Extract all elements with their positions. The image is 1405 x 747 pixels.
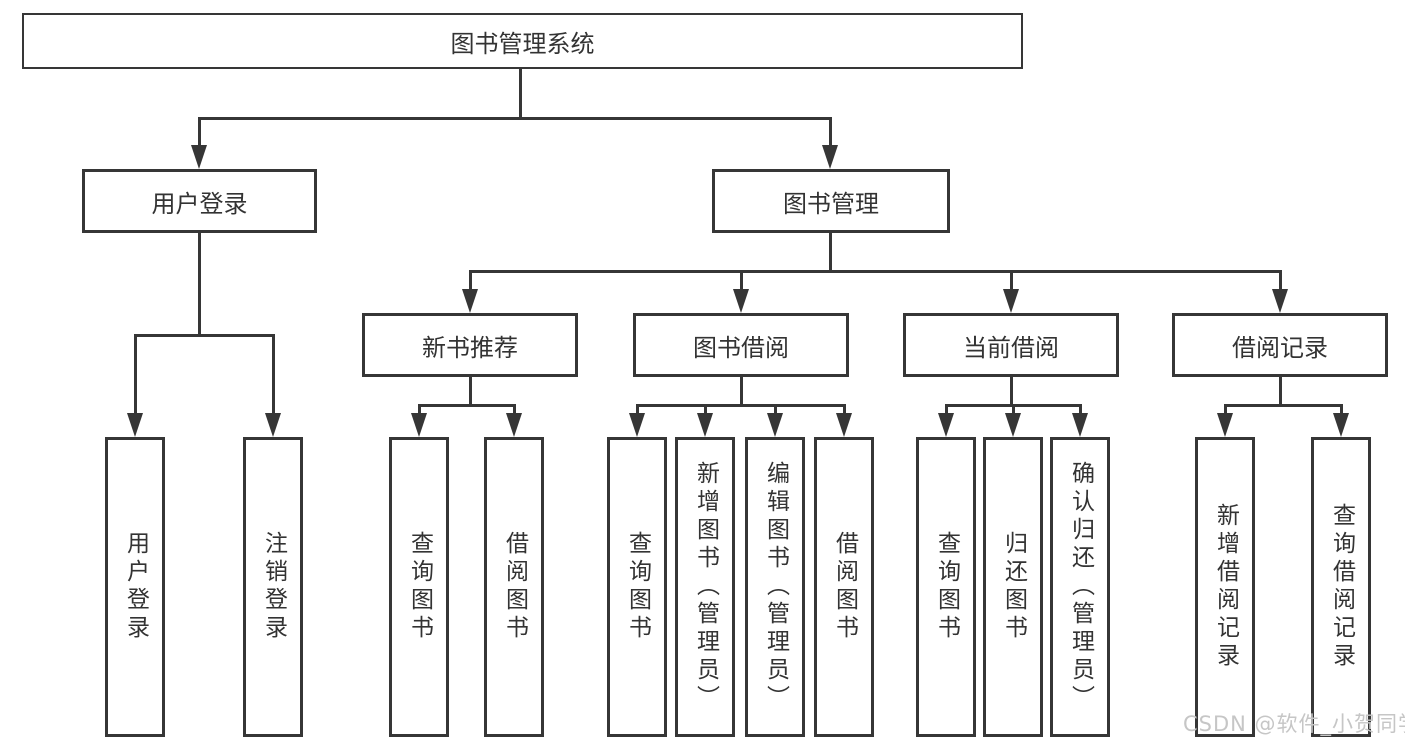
leaf-query-books-recommend: 查询图书 bbox=[389, 437, 449, 737]
node-label: 用户登录 bbox=[151, 189, 248, 218]
connector-line bbox=[636, 404, 845, 407]
connector-line bbox=[945, 404, 948, 417]
arrow-head bbox=[506, 413, 522, 437]
connector-line bbox=[1340, 404, 1343, 417]
node-new-book-recommend: 新书推荐 bbox=[362, 313, 578, 377]
connector-line bbox=[134, 334, 137, 417]
arrow-head bbox=[127, 413, 143, 437]
connector-line bbox=[513, 404, 516, 417]
leaf-add-books-admin: 新增图书（管理员） bbox=[675, 437, 735, 737]
arrow-head bbox=[1333, 413, 1349, 437]
leaf-label: 查询图书 bbox=[624, 531, 651, 643]
leaf-label: 借阅图书 bbox=[831, 531, 858, 643]
connector-line bbox=[134, 334, 275, 337]
connector-line bbox=[740, 377, 743, 407]
leaf-label: 归还图书 bbox=[1000, 531, 1027, 643]
node-borrowing-records: 借阅记录 bbox=[1172, 313, 1388, 377]
connector-line bbox=[519, 69, 522, 118]
connector-line bbox=[829, 233, 832, 273]
connector-line bbox=[418, 404, 421, 417]
connector-line bbox=[469, 270, 472, 292]
connector-line bbox=[272, 334, 275, 417]
connector-line bbox=[418, 404, 516, 407]
node-label: 图书管理 bbox=[783, 189, 879, 218]
node-label: 借阅记录 bbox=[1232, 333, 1328, 362]
node-library-management-system: 图书管理系统 bbox=[22, 13, 1023, 69]
connector-line bbox=[1279, 270, 1282, 292]
leaf-query-books-borrow: 查询图书 bbox=[607, 437, 667, 737]
connector-line bbox=[1279, 377, 1282, 407]
leaf-borrow-books: 借阅图书 bbox=[814, 437, 874, 737]
arrow-head bbox=[1003, 289, 1019, 313]
leaf-label: 借阅图书 bbox=[501, 531, 528, 643]
arrow-head bbox=[462, 289, 478, 313]
arrow-head bbox=[697, 413, 713, 437]
leaf-label: 编辑图书（管理员） bbox=[762, 461, 789, 713]
leaf-confirm-return-admin: 确认归还（管理员） bbox=[1050, 437, 1110, 737]
node-label: 新书推荐 bbox=[422, 333, 518, 362]
leaf-query-books-current: 查询图书 bbox=[916, 437, 976, 737]
node-label: 图书管理系统 bbox=[450, 29, 595, 58]
arrow-head bbox=[1272, 289, 1288, 313]
arrow-head bbox=[265, 413, 281, 437]
leaf-label: 确认归还（管理员） bbox=[1067, 461, 1094, 713]
node-label: 图书借阅 bbox=[693, 333, 789, 362]
leaf-query-borrow-record: 查询借阅记录 bbox=[1311, 437, 1371, 737]
arrow-head bbox=[1217, 413, 1233, 437]
leaf-label: 查询图书 bbox=[406, 531, 433, 643]
connector-line bbox=[1224, 404, 1227, 417]
leaf-user-login: 用户登录 bbox=[105, 437, 165, 737]
arrow-head bbox=[191, 145, 207, 169]
connector-line bbox=[198, 117, 201, 149]
leaf-label: 新增借阅记录 bbox=[1212, 503, 1239, 671]
leaf-label: 注销登录 bbox=[260, 531, 287, 643]
connector-line bbox=[1012, 404, 1015, 417]
arrow-head bbox=[411, 413, 427, 437]
leaf-return-books: 归还图书 bbox=[983, 437, 1043, 737]
connector-line bbox=[774, 404, 777, 417]
arrow-head bbox=[767, 413, 783, 437]
node-label: 当前借阅 bbox=[963, 333, 1059, 362]
connector-line bbox=[843, 404, 846, 417]
leaf-edit-books-admin: 编辑图书（管理员） bbox=[745, 437, 805, 737]
connector-line bbox=[1224, 404, 1342, 407]
arrow-head bbox=[836, 413, 852, 437]
connector-line bbox=[740, 270, 743, 292]
connector-line bbox=[704, 404, 707, 417]
arrow-head bbox=[629, 413, 645, 437]
connector-line bbox=[829, 117, 832, 149]
arrow-head bbox=[938, 413, 954, 437]
arrow-head bbox=[1005, 413, 1021, 437]
arrow-head bbox=[733, 289, 749, 313]
leaf-borrow-books-recommend: 借阅图书 bbox=[484, 437, 544, 737]
node-book-borrowing: 图书借阅 bbox=[633, 313, 849, 377]
connector-line bbox=[198, 233, 201, 337]
connector-line bbox=[469, 270, 1282, 273]
leaf-label: 查询图书 bbox=[933, 531, 960, 643]
leaf-add-borrow-record: 新增借阅记录 bbox=[1195, 437, 1255, 737]
connector-line bbox=[1010, 270, 1013, 292]
arrow-head bbox=[1072, 413, 1088, 437]
leaf-label: 查询借阅记录 bbox=[1328, 503, 1355, 671]
connector-line bbox=[636, 404, 639, 417]
node-current-borrowing: 当前借阅 bbox=[903, 313, 1119, 377]
connector-line bbox=[198, 117, 832, 120]
leaf-label: 新增图书（管理员） bbox=[692, 461, 719, 713]
arrow-head bbox=[822, 145, 838, 169]
leaf-logout: 注销登录 bbox=[243, 437, 303, 737]
connector-line bbox=[1079, 404, 1082, 417]
csdn-watermark: CSDN @软件_小贺同学 bbox=[1183, 712, 1405, 736]
connector-line bbox=[469, 377, 472, 407]
node-book-management: 图书管理 bbox=[712, 169, 950, 233]
connector-line bbox=[1010, 377, 1013, 407]
leaf-label: 用户登录 bbox=[122, 531, 149, 643]
node-user-login: 用户登录 bbox=[82, 169, 317, 233]
